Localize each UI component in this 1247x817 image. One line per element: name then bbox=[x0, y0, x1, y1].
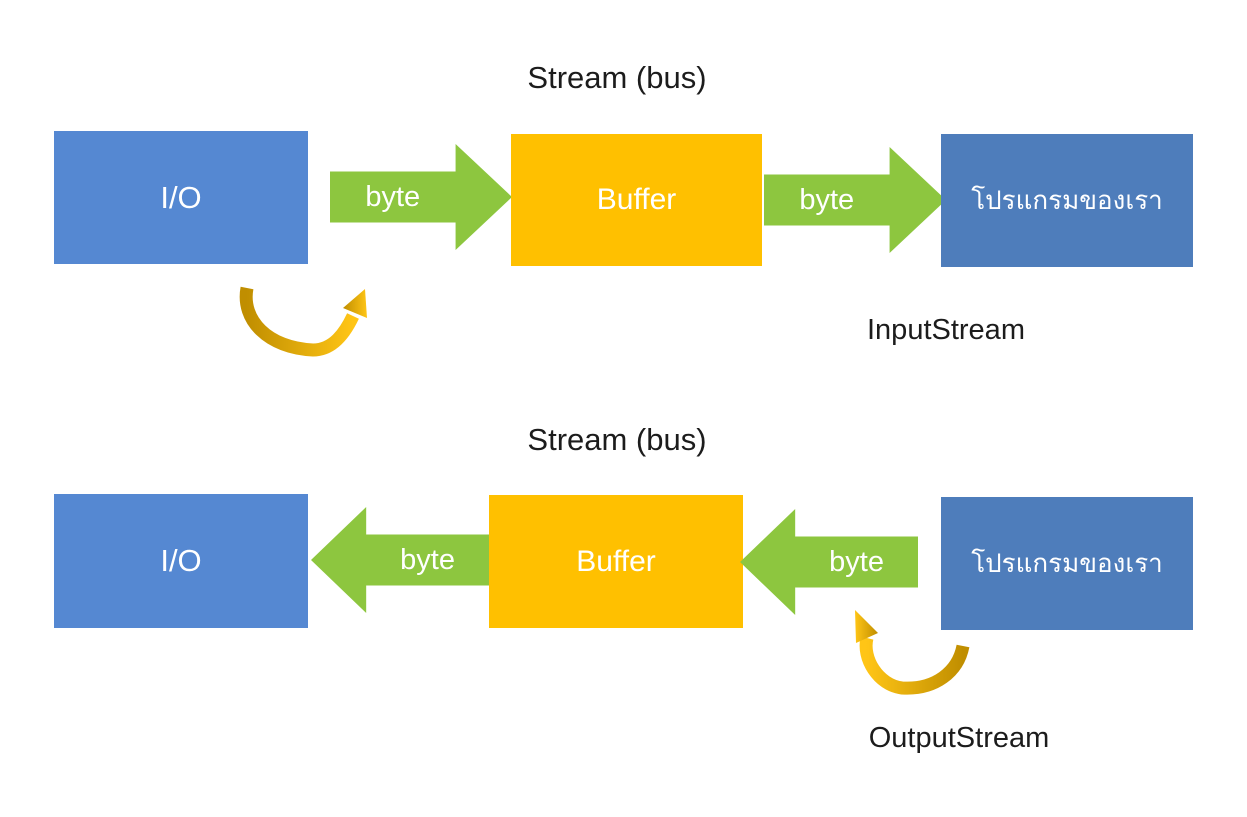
byte-label: byte bbox=[365, 180, 421, 213]
byte-label: byte bbox=[829, 545, 884, 578]
stream-bus-title: Stream (bus) bbox=[527, 422, 707, 457]
input-stream-label: InputStream bbox=[867, 314, 1025, 346]
program-box: โปรแกรมของเรา bbox=[941, 497, 1193, 630]
byte-arrow-io-to-buffer: byte bbox=[330, 144, 512, 250]
byte-label: byte bbox=[799, 183, 855, 216]
io-device-box: I/O bbox=[54, 131, 308, 264]
byte-label: byte bbox=[400, 543, 455, 576]
buffer-box: Buffer bbox=[511, 134, 762, 266]
byte-arrow-buffer-to-io: byte bbox=[311, 507, 489, 613]
output-stream-label: OutputStream bbox=[868, 722, 1050, 754]
buffer-box: Buffer bbox=[489, 495, 743, 628]
curved-arrow-icon bbox=[855, 610, 970, 695]
program-box: โปรแกรมของเรา bbox=[941, 134, 1193, 267]
stream-bus-title: Stream (bus) bbox=[527, 60, 707, 95]
byte-arrow-buffer-to-program: byte bbox=[764, 147, 946, 253]
io-device-box: I/O bbox=[54, 494, 308, 628]
curved-arrow-icon bbox=[239, 286, 367, 357]
